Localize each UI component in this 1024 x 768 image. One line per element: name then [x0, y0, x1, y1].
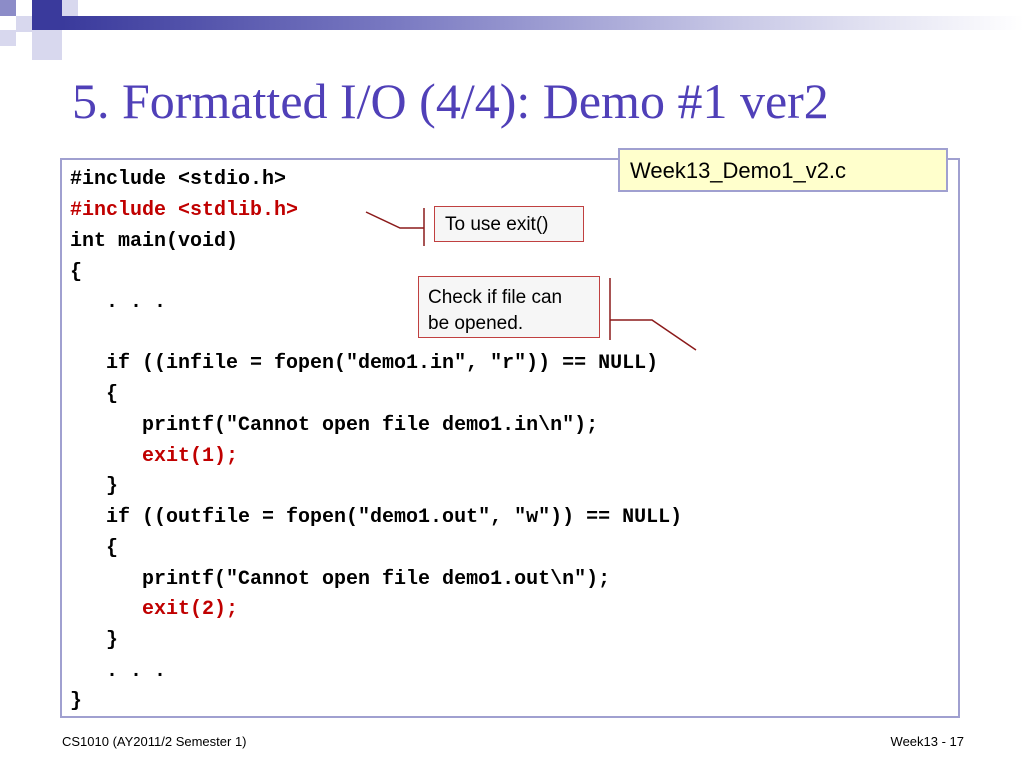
code-line: {: [70, 537, 119, 560]
footer-page-number: Week13 - 17: [890, 734, 964, 749]
code-line: {: [70, 383, 119, 406]
code-line-highlight: #include <stdlib.h>: [70, 199, 299, 222]
code-line: . . .: [70, 660, 167, 683]
code-line: }: [70, 475, 119, 498]
callout-line: Check if file can: [428, 287, 563, 308]
code-line: }: [70, 629, 119, 652]
decor-square: [62, 0, 78, 16]
slide-title: 5. Formatted I/O (4/4): Demo #1 ver2: [72, 73, 829, 129]
code-line: if ((outfile = fopen("demo1.out", "w")) …: [70, 506, 683, 529]
code-line: #include <stdio.h>: [70, 168, 287, 191]
code-line: }: [70, 690, 83, 713]
code-line: printf("Cannot open file demo1.in\n");: [70, 414, 599, 437]
decor-square: [0, 30, 16, 46]
code-line: printf("Cannot open file demo1.out\n");: [70, 568, 611, 591]
code-line: {: [70, 261, 83, 284]
code-line: if ((infile = fopen("demo1.in", "r")) ==…: [70, 352, 659, 375]
decor-square: [32, 30, 62, 60]
footer-course: CS1010 (AY2011/2 Semester 1): [62, 734, 247, 749]
file-name-label: Week13_Demo1_v2.c: [618, 148, 948, 192]
decor-square: [16, 16, 32, 32]
code-panel: [60, 158, 960, 718]
code-line: int main(void): [70, 230, 239, 253]
code-line: . . .: [70, 291, 167, 314]
callout-line: be opened.: [428, 312, 524, 334]
header-gradient-bar: [62, 16, 1024, 30]
code-line-highlight: exit(2);: [70, 598, 239, 621]
exit-callout: To use exit(): [434, 206, 584, 242]
decor-square: [0, 0, 16, 16]
code-line-highlight: exit(1);: [70, 445, 239, 468]
file-open-callout: Check if file can be opened.: [418, 276, 600, 338]
decor-square: [32, 0, 62, 30]
